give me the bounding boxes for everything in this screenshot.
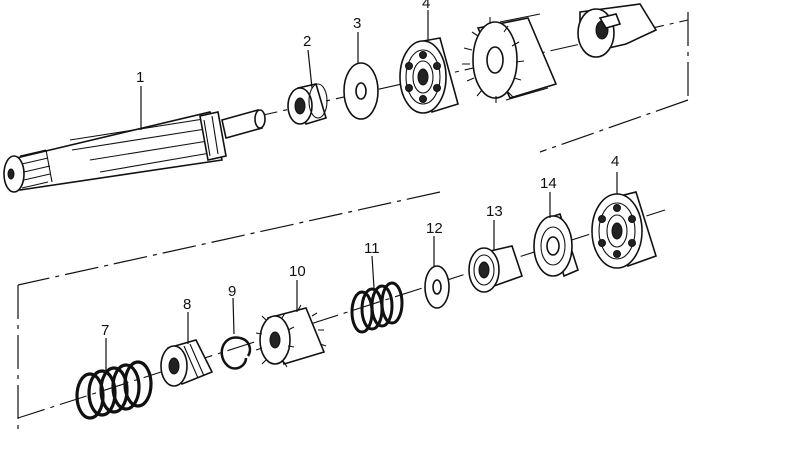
- splined-sleeve: [160, 339, 214, 387]
- label-4-upper: 4: [422, 0, 430, 12]
- label-7: 7: [101, 322, 109, 339]
- leader-2: [307, 49, 313, 89]
- label-3: 3: [353, 15, 361, 32]
- upper-spur-gear: [462, 13, 558, 103]
- main-shaft: [3, 109, 266, 193]
- label-11: 11: [364, 240, 380, 257]
- circlip: [220, 336, 252, 370]
- upper-ball-bearing: [399, 37, 459, 114]
- small-spring: [350, 281, 404, 334]
- leader-9: [232, 297, 235, 335]
- bushing: [287, 83, 328, 126]
- lower-ball-bearing: [591, 191, 657, 269]
- label-4-lower: 4: [611, 153, 619, 170]
- label-12: 12: [426, 220, 443, 237]
- washer: [343, 62, 379, 120]
- large-spring: [75, 360, 153, 420]
- pinion-gear: [255, 304, 327, 368]
- upper-fork-end: [577, 3, 658, 58]
- label-14: 14: [540, 175, 557, 192]
- label-9: 9: [228, 283, 236, 300]
- label-8: 8: [183, 296, 191, 313]
- assembly-frame: [17, 12, 689, 430]
- label-2: 2: [303, 33, 311, 50]
- collar-bush: [468, 245, 524, 293]
- label-13: 13: [486, 203, 503, 220]
- seal-ring: [533, 212, 579, 278]
- label-10: 10: [289, 263, 306, 280]
- leader-11: [371, 255, 375, 289]
- label-1: 1: [136, 69, 144, 86]
- small-washer: [424, 265, 450, 309]
